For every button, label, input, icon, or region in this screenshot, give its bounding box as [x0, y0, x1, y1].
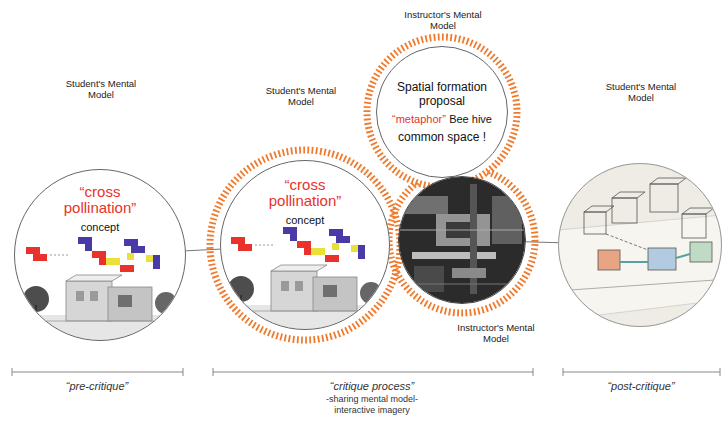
- text-line: concept: [250, 210, 360, 228]
- model-heading: Instructor's Mental Model: [456, 322, 536, 344]
- text-line: “cross pollination”: [45, 184, 155, 217]
- stage-label: “pre-critique”: [66, 380, 128, 393]
- mental-model-circle: Student's Mental Model“cross pollination…: [220, 160, 390, 330]
- circle-body: “cross pollination” concept: [250, 177, 360, 228]
- stage-label: -sharing mental model-: [326, 394, 418, 405]
- model-heading: Instructor's Mental Model: [403, 9, 483, 31]
- model-heading: Student's Mental Model: [265, 85, 337, 107]
- mental-model-circle: Instructor's Mental Model: [398, 176, 526, 304]
- circle-body: “cross pollination” concept: [45, 184, 155, 235]
- text-line: “metaphor”Bee hive: [386, 109, 498, 127]
- text-line: common space !: [386, 127, 498, 145]
- connector-line: [186, 249, 220, 251]
- model-text: “cross pollination”: [250, 177, 360, 209]
- mental-model-circle: Student's Mental Model“cross pollination…: [14, 169, 186, 341]
- stage-label: interactive imagery: [334, 405, 410, 416]
- model-text: “cross pollination”: [45, 184, 155, 216]
- stage-label: “post-critique”: [607, 380, 674, 393]
- stage-label: “critique process”: [330, 380, 414, 393]
- model-heading: Student's Mental Model: [65, 78, 137, 100]
- model-text: common space !: [398, 130, 486, 145]
- mental-model-circle: Instructor's Mental ModelSpatial formati…: [376, 46, 508, 178]
- model-text: concept: [286, 214, 325, 227]
- model-text: Bee hive: [449, 112, 492, 127]
- text-line: Spatial formation proposal: [386, 80, 498, 109]
- model-text: Spatial formation proposal: [386, 80, 498, 108]
- mental-model-circle: Student's Mental Model: [558, 163, 722, 327]
- model-text: concept: [81, 221, 120, 234]
- model-heading: Student's Mental Model: [605, 81, 677, 103]
- model-text: “metaphor”: [392, 112, 446, 127]
- circle-body: Spatial formation proposal“metaphor”Bee …: [386, 80, 498, 145]
- connector-line: [526, 241, 558, 243]
- text-line: concept: [45, 217, 155, 235]
- text-line: “cross pollination”: [250, 177, 360, 210]
